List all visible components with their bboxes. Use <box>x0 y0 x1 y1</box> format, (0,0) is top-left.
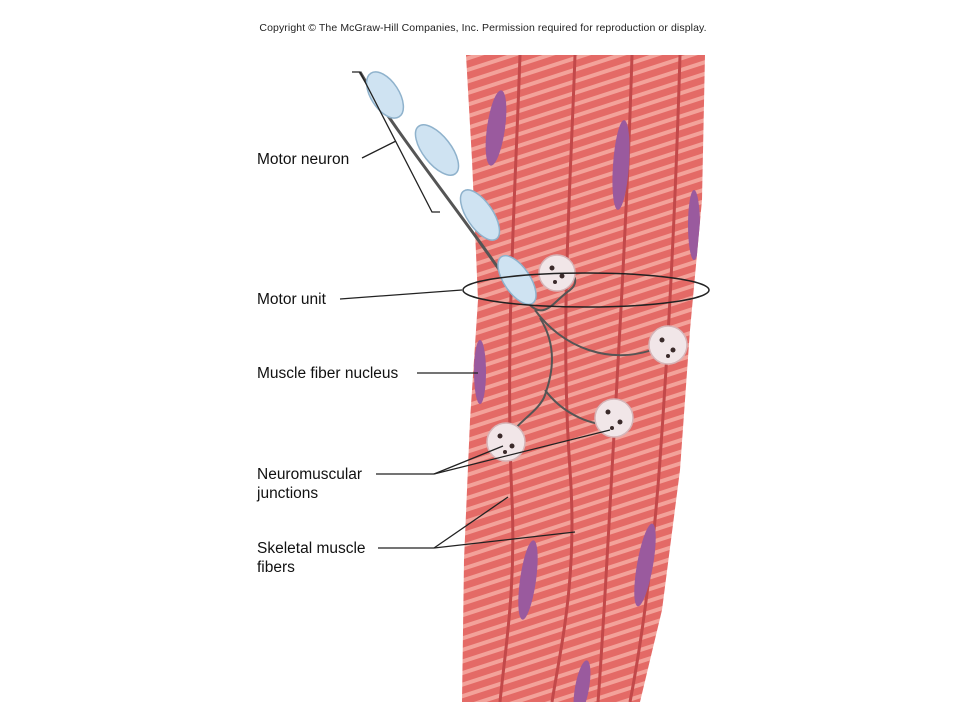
junction-leader <box>433 445 504 475</box>
muscle-fiber-nucleus <box>485 90 507 166</box>
muscle-fiber-nucleus <box>612 120 630 210</box>
leader-lines <box>339 71 611 549</box>
label-skeletal-muscle-fibers: Skeletal muscle fibers <box>257 539 366 577</box>
fiber-leader <box>433 531 576 549</box>
fiber-leader <box>433 496 509 549</box>
label-motor-neuron: Motor neuron <box>257 151 350 168</box>
neuromuscular-junction <box>594 398 634 438</box>
motor-neuron-leader <box>361 140 397 159</box>
motor-unit-leader <box>339 289 463 300</box>
label-line: Neuromuscular <box>257 466 363 483</box>
muscle-fiber-nucleus <box>634 523 656 607</box>
skeletal-muscle-bundle <box>462 55 705 702</box>
label-motor-unit: Motor unit <box>257 291 326 308</box>
motor-neuron <box>358 71 666 441</box>
muscle-fiber-nucleus <box>573 660 591 702</box>
neuromuscular-junction <box>486 422 526 462</box>
label-muscle-fiber-nucleus: Muscle fiber nucleus <box>257 365 399 382</box>
muscle-fiber-nucleus <box>518 540 538 620</box>
junction-leader <box>433 429 611 475</box>
muscle-fiber-nucleus <box>688 190 700 260</box>
copyright-notice: Copyright © The McGraw-Hill Companies, I… <box>259 22 707 34</box>
label-neuromuscular-junctions: Neuromuscular junctions <box>257 465 362 503</box>
neuromuscular-junction <box>648 325 688 365</box>
fiber-boundary <box>628 55 682 702</box>
label-line: Skeletal muscle <box>257 540 366 557</box>
motor-unit-ring <box>462 272 710 308</box>
motor-neuron-bracket <box>352 71 440 213</box>
muscle-fiber-nucleus <box>474 340 486 404</box>
label-line: junctions <box>257 485 319 502</box>
label-line: fibers <box>257 559 295 576</box>
